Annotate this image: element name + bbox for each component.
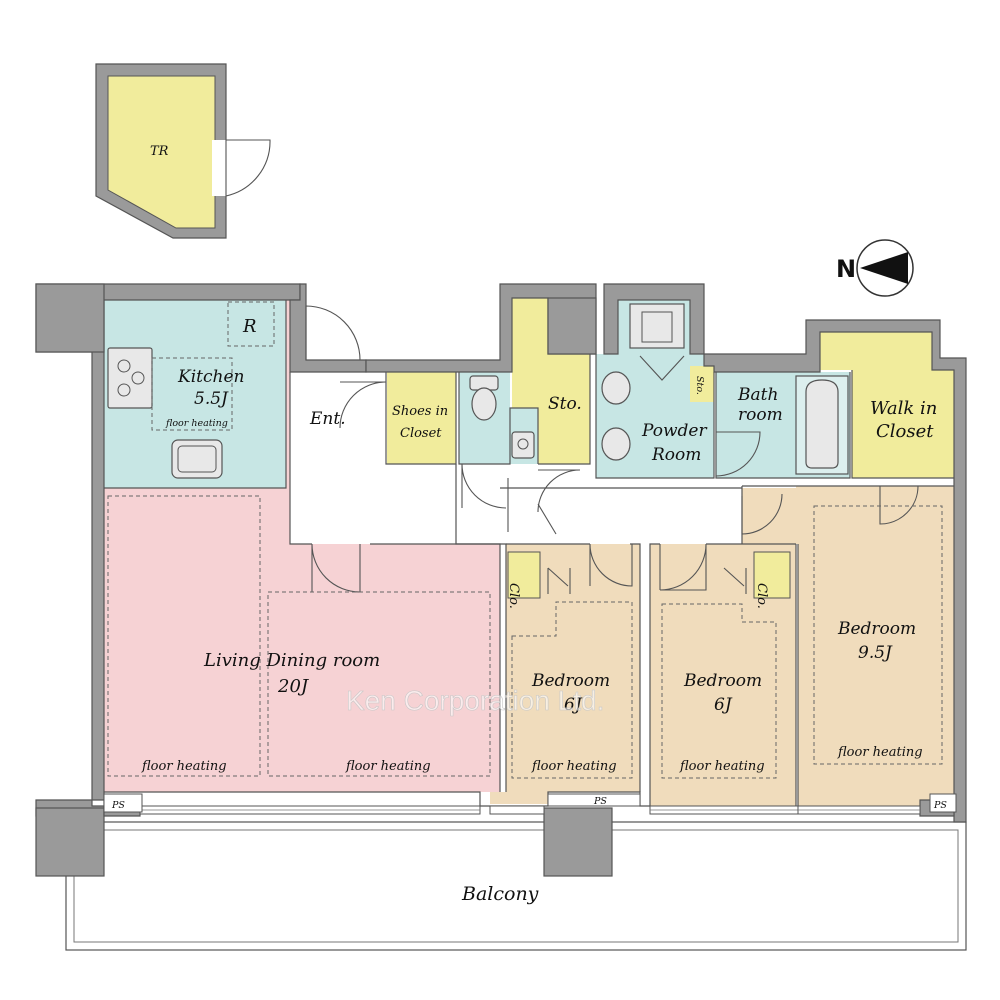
- bedroom-a-label: Bedroom: [531, 671, 610, 691]
- living-heating-right-label: floor heating: [345, 759, 431, 774]
- kitchen-floor: [104, 300, 286, 488]
- bath-room-label-2: room: [738, 405, 783, 425]
- bedroom-c-label: Bedroom: [837, 619, 916, 639]
- balcony-label: Balcony: [461, 883, 539, 905]
- bedroom-c-floor: [742, 486, 954, 806]
- storage-floor: [512, 298, 590, 464]
- fixtures: [107, 301, 849, 479]
- bedroom-b-closet-label: Clo.: [754, 583, 769, 609]
- cooktop: [107, 347, 153, 409]
- kitchen-sink: [171, 439, 223, 479]
- living-heating-left-label: floor heating: [141, 759, 227, 774]
- bedroom-b-floor: [650, 544, 796, 806]
- small-storage-label: Sto.: [694, 376, 705, 395]
- room-labels: Kitchen 5.5J floor heating R Ent. Shoes …: [111, 316, 947, 811]
- bedroom-c-size: 9.5J: [858, 643, 893, 663]
- bedroom-b-size: 6J: [714, 695, 733, 715]
- pipe-space-right-label: PS: [933, 800, 947, 811]
- doors: [305, 305, 919, 594]
- bedroom-b-label: Bedroom: [683, 671, 762, 691]
- south-windows: [139, 805, 921, 815]
- walk-in-closet-label-2: Closet: [876, 421, 934, 442]
- bath-room-label-1: Bath: [737, 385, 778, 405]
- shoes-closet-label-2: Closet: [400, 426, 442, 441]
- bedroom-a-closet-label: Clo.: [506, 583, 521, 609]
- kitchen-label: Kitchen: [177, 367, 244, 387]
- pipe-space-center-label: PS: [593, 796, 607, 807]
- floor-heating-zones: [107, 357, 943, 779]
- pipe-space-left-label: PS: [111, 800, 125, 811]
- trunk-room: TR: [95, 63, 271, 239]
- powder-room-label-1: Powder: [641, 421, 707, 441]
- kitchen-heating-label: floor heating: [165, 418, 228, 429]
- north-compass: N: [836, 239, 914, 297]
- bedroom-a-floor: [490, 544, 640, 804]
- compass-north-label: N: [836, 255, 856, 283]
- kitchen-size: 5.5J: [194, 389, 229, 409]
- living-dining-label: Living Dining room: [203, 650, 380, 671]
- balcony: Balcony: [65, 821, 967, 951]
- refrigerator-label: R: [242, 316, 257, 337]
- watermark: Ken Corporation Ltd.: [346, 685, 604, 716]
- shoes-closet-floor: [387, 372, 456, 464]
- trunk-room-label: TR: [150, 144, 169, 159]
- bedroom-a-heating-label: floor heating: [531, 759, 617, 774]
- small-storage-floor: [690, 366, 714, 402]
- walk-in-closet-label-1: Walk in: [870, 398, 937, 419]
- storage-label: Sto.: [548, 394, 582, 414]
- walk-in-closet-floor: [820, 332, 954, 478]
- bedroom-a-size: 6J: [564, 695, 583, 715]
- living-dining-floor: [104, 300, 500, 792]
- living-dining-size: 20J: [277, 676, 310, 697]
- powder-room-label-2: Room: [651, 445, 701, 465]
- bedroom-b-heating-label: floor heating: [679, 759, 765, 774]
- bedroom-c-heating-label: floor heating: [837, 745, 923, 760]
- shoes-closet-label-1: Shoes in: [392, 404, 448, 419]
- entrance-label: Ent.: [309, 409, 346, 429]
